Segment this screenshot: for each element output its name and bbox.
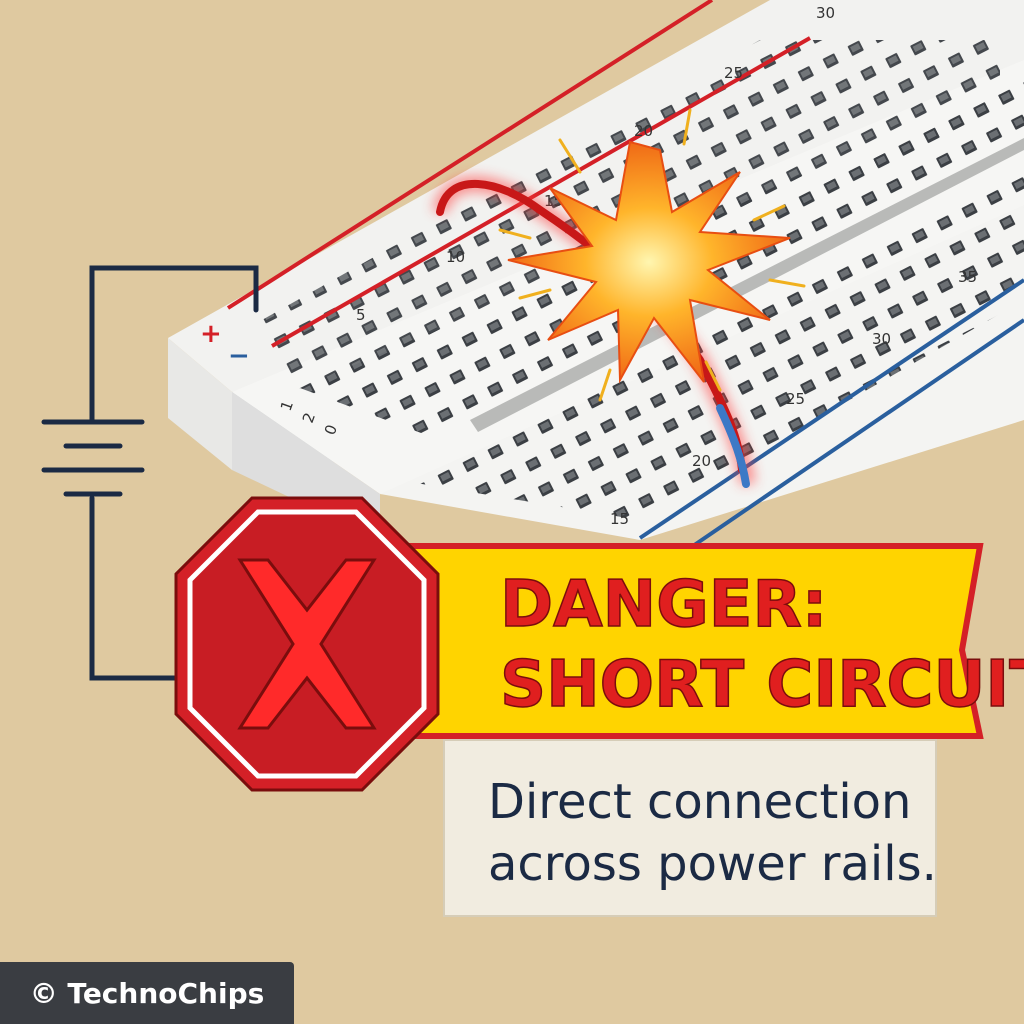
spark-burst xyxy=(507,140,791,384)
column-number: 30 xyxy=(816,4,835,22)
column-number: 30 xyxy=(872,330,891,348)
circuit-wire-top xyxy=(89,265,259,423)
column-number: 20 xyxy=(634,122,653,140)
lower-terminal-holes xyxy=(410,160,1024,520)
copyright-credit: © TechnoChips xyxy=(0,962,294,1024)
breadboard-side-face xyxy=(168,338,232,470)
banner-title-line1: DANGER: xyxy=(500,568,827,642)
stop-sign-x-icon xyxy=(174,496,440,792)
plus-rail-symbol: + xyxy=(200,319,222,349)
negative-rail-line-lower xyxy=(688,318,1024,550)
x-mark xyxy=(237,558,377,730)
spark-rays xyxy=(498,108,806,402)
minus-rail-symbol: − xyxy=(228,341,250,371)
column-number: 10 xyxy=(446,248,465,266)
description-line1: Direct connection xyxy=(488,774,911,830)
positive-rail-line-inner xyxy=(271,36,811,348)
blue-wire-end xyxy=(716,404,750,488)
column-number: 5 xyxy=(356,306,366,324)
banner-title-line2: SHORT CIRCUIT xyxy=(500,648,1024,722)
column-number: 20 xyxy=(692,452,711,470)
battery-circuit xyxy=(41,265,259,681)
description-line2: across power rails. xyxy=(488,836,937,892)
column-number: 25 xyxy=(786,390,805,408)
column-number: 35 xyxy=(958,268,977,286)
circuit-wire-bottom xyxy=(89,495,179,681)
description-card xyxy=(443,739,937,917)
spark-icon xyxy=(498,108,806,402)
warning-banner: DANGER: SHORT CIRCUIT xyxy=(405,543,1024,739)
center-channel xyxy=(470,138,1024,432)
column-number: 25 xyxy=(724,64,743,82)
description-box: Direct connection across power rails. xyxy=(443,739,937,917)
negative-rail-line xyxy=(638,278,1024,540)
column-number: 15 xyxy=(610,510,629,528)
positive-rail-line xyxy=(226,0,714,310)
